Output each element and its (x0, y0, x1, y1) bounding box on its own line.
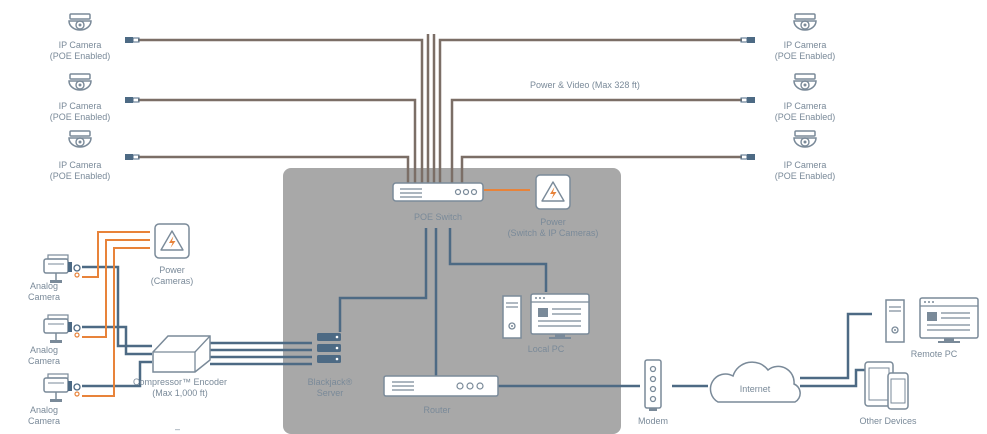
remote-pc: Remote PC (885, 297, 979, 359)
camera-power-label-line2: (Cameras) (151, 276, 194, 286)
ip-camera-left-2-label-line2: (POE Enabled) (50, 112, 111, 122)
analog-camera-1-label-line2: Camera (28, 292, 60, 302)
other-devices: Other Devices (859, 361, 917, 426)
ip-camera-left-3: IP Camera (POE Enabled) (50, 130, 140, 181)
ip-camera-left-2-label-line1: IP Camera (59, 101, 102, 111)
ip-camera-right-1-label-line2: (POE Enabled) (775, 51, 836, 61)
ip-camera-left-1-label-line1: IP Camera (59, 40, 102, 50)
power-icon (154, 223, 190, 259)
analog-camera-3: Analog Camera (28, 373, 81, 426)
poe-switch-label: POE Switch (414, 212, 462, 222)
analog-camera-1: Analog Camera (28, 254, 81, 302)
network-cables (82, 228, 872, 388)
blackjack-server: Blackjack® Server (308, 333, 353, 398)
encoder-label-line2: (Max 1,000 ft) (152, 388, 208, 398)
monitor-icon (530, 293, 590, 340)
remote-pc-label: Remote PC (911, 349, 958, 359)
switch-power-label-line2: (Switch & IP Cameras) (508, 228, 599, 238)
modem-label: Modem (638, 416, 668, 426)
analog-camera-3-label-line1: Analog (30, 405, 58, 415)
ip-camera-right-2: IP Camera (POE Enabled) (740, 73, 836, 122)
power-cables (82, 189, 530, 397)
ip-camera-right-1: IP Camera (POE Enabled) (740, 13, 836, 61)
power-icon (535, 174, 571, 210)
ip-camera-left-3-label-line2: (POE Enabled) (50, 171, 111, 181)
ip-camera-left-1: IP Camera (POE Enabled) (50, 13, 140, 61)
camera-power: Power (Cameras) (151, 223, 194, 286)
power-video-label: Power & Video (Max 328 ft) (530, 80, 640, 90)
analog-camera-2-label-line1: Analog (30, 345, 58, 355)
switch-power: Power (Switch & IP Cameras) (508, 174, 599, 238)
encoder-label-line1: Compressor™ Encoder (133, 377, 227, 387)
poe-switch: POE Switch (392, 182, 484, 222)
local-pc-label: Local PC (528, 344, 565, 354)
analog-camera-2-label-line2: Camera (28, 356, 60, 366)
local-pc: Local PC (502, 293, 590, 354)
server-label-line1: Blackjack® (308, 377, 353, 387)
ip-camera-left-3-label-line1: IP Camera (59, 160, 102, 170)
other-devices-label: Other Devices (859, 416, 917, 426)
ip-camera-right-1-label-line1: IP Camera (784, 40, 827, 50)
modem: Modem (638, 359, 668, 426)
internet-label: Internet (740, 384, 771, 394)
ip-camera-right-3: IP Camera (POE Enabled) (740, 130, 836, 181)
ip-camera-right-3-label-line2: (POE Enabled) (775, 171, 836, 181)
router: Router (383, 375, 499, 415)
server-label-line2: Server (317, 388, 344, 398)
ip-camera-cables (138, 34, 742, 183)
analog-camera-1-label-line1: Analog (30, 281, 58, 291)
footnote-mark: – (175, 424, 180, 434)
router-label: Router (423, 405, 450, 415)
ip-camera-left-1-label-line2: (POE Enabled) (50, 51, 111, 61)
pc-tower-icon (885, 299, 905, 343)
analog-camera-3-label-line2: Camera (28, 416, 60, 426)
compressor-encoder: Compressor™ Encoder (Max 1,000 ft) (133, 335, 227, 398)
ip-camera-right-2-label-line1: IP Camera (784, 101, 827, 111)
ip-camera-right-3-label-line1: IP Camera (784, 160, 827, 170)
ip-camera-left-2: IP Camera (POE Enabled) (50, 73, 140, 122)
switch-power-label-line1: Power (540, 217, 566, 227)
central-zone-shade (283, 168, 621, 434)
monitor-icon (919, 297, 979, 344)
pc-tower-icon (502, 295, 522, 339)
internet-cloud: Internet (709, 361, 801, 403)
camera-power-label-line1: Power (159, 265, 185, 275)
ip-camera-right-2-label-line2: (POE Enabled) (775, 112, 836, 122)
analog-camera-2: Analog Camera (28, 314, 81, 366)
